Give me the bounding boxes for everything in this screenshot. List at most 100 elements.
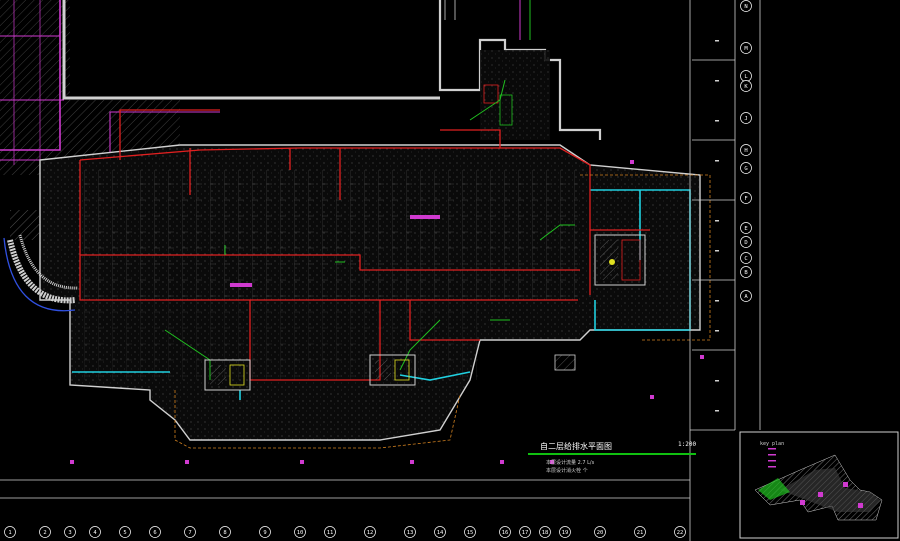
axis-bottom-label: 19 — [562, 530, 569, 536]
axis-bubbles-right: N M LK J H G F E DCB A — [740, 0, 752, 302]
axis-right-circle — [740, 80, 752, 92]
axis-right-label: M — [744, 46, 748, 52]
title-note-1: 本层设计流量 2.7 L/s — [546, 460, 595, 466]
magenta-labels — [70, 160, 704, 464]
axis-bottom-label: 3 — [68, 530, 71, 536]
axis-bottom-circle — [594, 526, 606, 538]
core-east — [594, 234, 646, 286]
axis-right-label: A — [744, 294, 748, 300]
title-note-2: 本层设计消火栓 个 — [546, 468, 588, 474]
axis-bottom-label: 9 — [263, 530, 266, 536]
axis-bottom-circle — [39, 526, 51, 538]
axis-bottom-5: 6 — [149, 526, 161, 538]
axis-bottom-label: 13 — [407, 530, 414, 536]
axis-right-8: E — [740, 222, 752, 234]
drawing-title: 自二层给排水平面图 — [540, 442, 612, 451]
axis-bottom-circle — [559, 526, 571, 538]
axis-right-0: N — [740, 0, 752, 12]
axis-right-7: F — [740, 192, 752, 204]
axis-bottom-20: 21 — [634, 526, 646, 538]
axis-bottom-label: 1 — [8, 530, 11, 536]
axis-bottom-15: 16 — [499, 526, 511, 538]
axis-right-5: H — [740, 144, 752, 156]
axis-right-circle — [740, 112, 752, 124]
axis-right-label: H — [744, 148, 747, 154]
axis-bottom-label: 4 — [93, 530, 97, 536]
axis-right-9: D — [740, 236, 752, 248]
axis-bottom-16: 17 — [519, 526, 531, 538]
axis-bottom-7: 8 — [219, 526, 231, 538]
axis-bottom-14: 15 — [464, 526, 476, 538]
axis-bottom-label: 5 — [123, 530, 126, 536]
axis-right-circle — [740, 0, 752, 12]
axis-bottom-circle — [434, 526, 446, 538]
axis-bottom-circle — [539, 526, 551, 538]
axis-bottom-circle — [674, 526, 686, 538]
key-plan[interactable]: key plan — [739, 431, 899, 539]
axis-right-label: D — [744, 240, 747, 246]
title-underline — [528, 453, 696, 455]
axis-bottom-13: 14 — [434, 526, 446, 538]
axis-bottom-label: 10 — [297, 530, 304, 536]
axis-bottom-10: 11 — [324, 526, 336, 538]
axis-right-circle — [740, 144, 752, 156]
axis-right-6: G — [740, 162, 752, 174]
axis-right-label: L — [744, 74, 748, 80]
axis-bottom-label: 22 — [677, 530, 684, 536]
axis-bottom-circle — [464, 526, 476, 538]
axis-right-2: L — [740, 70, 752, 82]
axis-bottom-label: 14 — [437, 530, 444, 536]
axis-right-10: C — [740, 252, 752, 264]
axis-bottom-label: 6 — [153, 530, 156, 536]
axis-right-label: K — [744, 84, 748, 90]
axis-bottom-8: 9 — [259, 526, 271, 538]
core-right — [369, 354, 416, 386]
axis-bottom-circle — [634, 526, 646, 538]
axis-right-circle — [740, 266, 752, 278]
axis-right-circle — [740, 162, 752, 174]
axis-bottom-label: 11 — [327, 530, 334, 536]
axis-bottom-circle — [219, 526, 231, 538]
axis-bottom-label: 21 — [637, 530, 644, 536]
axis-bottom-label: 18 — [542, 530, 549, 536]
axis-right-label: E — [744, 226, 747, 232]
axis-bottom-circle — [64, 526, 76, 538]
axis-bottom-circle — [149, 526, 161, 538]
key-plan-label: key plan — [760, 441, 784, 447]
right-frame — [689, 0, 761, 541]
axis-bottom-label: 16 — [502, 530, 509, 536]
axis-right-label: N — [744, 4, 747, 10]
axis-right-12: A — [740, 290, 752, 302]
axis-bottom-17: 18 — [539, 526, 551, 538]
axis-bottom-circle — [184, 526, 196, 538]
axis-bottom-6: 7 — [184, 526, 196, 538]
axis-right-label: G — [744, 166, 747, 172]
drawing-title-block: 自二层给排水平面图 1:200 本层设计流量 2.7 L/s 本层设计消火栓 个 — [528, 441, 698, 491]
axis-bottom-circle — [324, 526, 336, 538]
axis-bottom-label: 8 — [223, 530, 226, 536]
axis-right-11: B — [740, 266, 752, 278]
axis-right-circle — [740, 236, 752, 248]
axis-bottom-18: 19 — [559, 526, 571, 538]
axis-bottom-circle — [294, 526, 306, 538]
axis-right-circle — [740, 222, 752, 234]
axis-bottom-21: 22 — [674, 526, 686, 538]
axis-bottom-circle — [499, 526, 511, 538]
axis-right-circle — [740, 290, 752, 302]
axis-bottom-9: 10 — [294, 526, 306, 538]
right-frame-ticks — [715, 40, 719, 412]
pit — [554, 354, 576, 371]
core-left — [204, 359, 251, 391]
axis-bottom-0: 1 — [4, 526, 16, 538]
axis-bottom-1: 2 — [39, 526, 51, 538]
axis-bottom-label: 7 — [188, 530, 191, 536]
axis-bottom-circle — [404, 526, 416, 538]
axis-right-label: J — [744, 116, 747, 122]
axis-bottom-label: 17 — [522, 530, 529, 536]
axis-bottom-4: 5 — [119, 526, 131, 538]
axis-right-label: B — [744, 270, 748, 276]
axis-bottom-2: 3 — [64, 526, 76, 538]
axis-right-label: F — [744, 196, 747, 202]
